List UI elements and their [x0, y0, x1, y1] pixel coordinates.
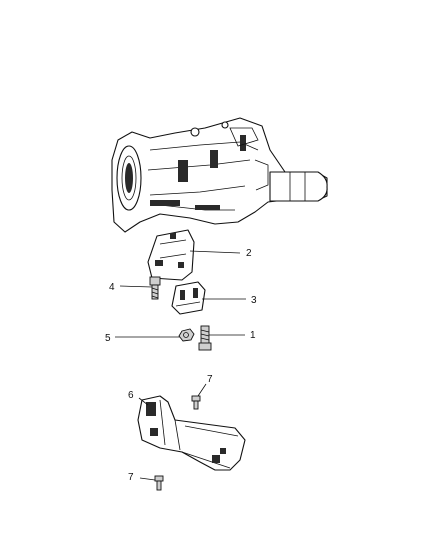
callout-labels: 2 4 3 5 1 6 7 7: [105, 248, 257, 483]
callout-7-lower: 7: [128, 472, 134, 483]
part-4-bolt: [149, 276, 161, 300]
callout-1: 1: [250, 330, 256, 341]
part-7-bolt-lower: [154, 475, 164, 491]
leader-lines: [115, 250, 246, 481]
callout-5: 5: [105, 333, 111, 344]
callout-6: 6: [128, 390, 134, 401]
part-7-bolt-upper: [191, 395, 201, 410]
callout-3: 3: [251, 295, 257, 306]
callout-7-upper: 7: [207, 374, 213, 385]
part-6-skid-plate: [137, 395, 246, 471]
part-1-bolt: [198, 325, 212, 351]
callout-4: 4: [109, 282, 115, 293]
part-5-nut: [178, 328, 195, 342]
transmission-assembly: [111, 117, 328, 233]
part-2-mount-plate: [147, 229, 195, 281]
part-3-bracket: [171, 281, 206, 315]
callout-2: 2: [246, 248, 252, 259]
